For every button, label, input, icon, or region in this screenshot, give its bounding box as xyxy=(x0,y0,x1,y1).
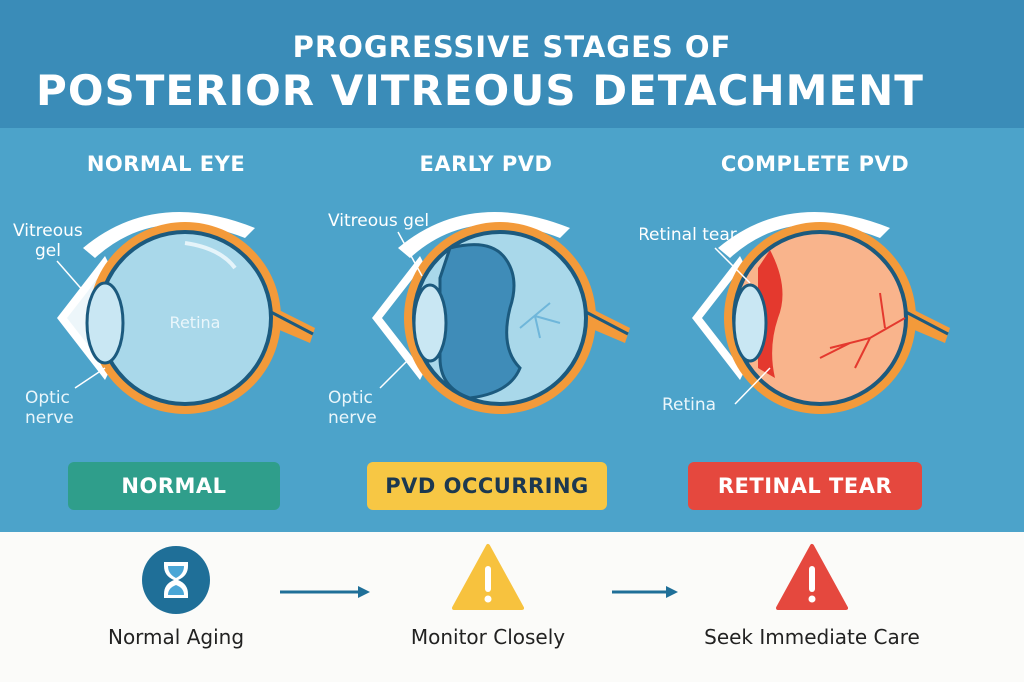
early-pvd-eye-diagram: Vitreous gel Optic nerve xyxy=(328,211,630,428)
warning-icon xyxy=(776,544,848,610)
optic-nerve-label: Optic xyxy=(328,388,373,408)
vitreous-gel-label: Vitreous xyxy=(13,221,83,241)
retinal-tear-label: Retinal tear xyxy=(640,225,737,245)
stage-title-early: EARLY PVD xyxy=(419,152,553,176)
action-flow: Normal Aging Monitor Closely Seek Immedi… xyxy=(0,532,1024,682)
stage-title-normal: NORMAL EYE xyxy=(86,152,246,176)
status-badge-normal: NORMAL xyxy=(68,462,280,510)
arrow-right-icon xyxy=(280,586,370,598)
warning-icon xyxy=(452,544,524,610)
normal-eye-diagram: Retina Vitreous gel Optic nerve xyxy=(13,212,315,428)
optic-nerve-label: Optic xyxy=(25,388,70,408)
optic-nerve-label-2: nerve xyxy=(25,408,74,428)
hourglass-icon xyxy=(142,546,210,614)
step-label: Monitor Closely xyxy=(410,625,566,649)
title-banner: PROGRESSIVE STAGES OF POSTERIOR VITREOUS… xyxy=(0,0,1024,128)
vitreous-gel-label-2: gel xyxy=(35,241,61,261)
status-badge-pvd-occurring: PVD OCCURRING xyxy=(367,462,607,510)
status-badge-retinal-tear: RETINAL TEAR xyxy=(688,462,922,510)
optic-nerve-label-2: nerve xyxy=(328,408,377,428)
arrow-right-icon xyxy=(612,586,678,598)
complete-pvd-eye-diagram: Retinal tear Retina xyxy=(640,212,950,415)
title-line-1: PROGRESSIVE STAGES OF xyxy=(292,30,732,64)
retina-label: Retina xyxy=(170,313,221,332)
stages-panel: NORMAL EYE EARLY PVD COMPLETE PVD Retina… xyxy=(0,128,1024,532)
step-label: Normal Aging xyxy=(107,625,245,649)
vitreous-gel-label: Vitreous gel xyxy=(328,211,429,231)
step-label: Seek Immediate Care xyxy=(704,625,920,649)
stage-title-complete: COMPLETE PVD xyxy=(720,152,910,176)
retina-label: Retina xyxy=(662,395,716,415)
title-line-2: POSTERIOR VITREOUS DETACHMENT xyxy=(36,66,924,115)
